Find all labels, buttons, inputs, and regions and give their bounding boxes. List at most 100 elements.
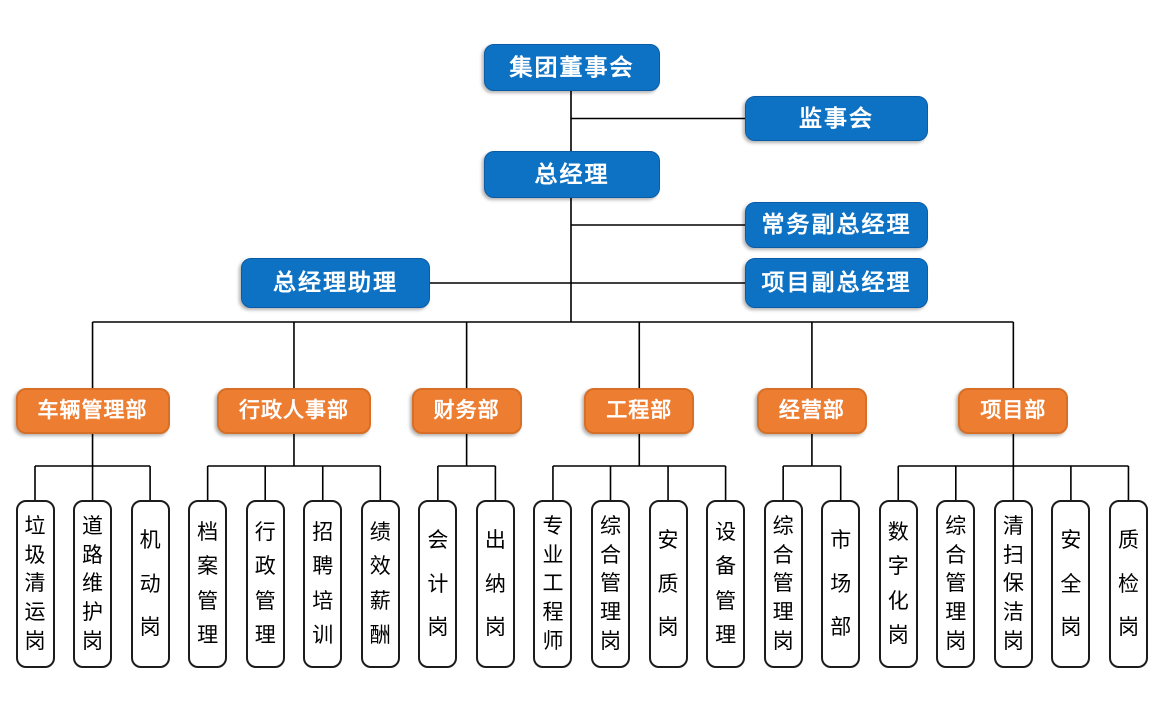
position-box: 垃圾清运岗 <box>15 500 55 668</box>
position-char: 洁 <box>1002 601 1024 625</box>
position-char: 扫 <box>1002 543 1024 567</box>
position-char: 综 <box>945 514 967 538</box>
position-char: 市 <box>830 529 852 553</box>
position-char: 维 <box>82 572 104 596</box>
position-char: 动 <box>139 572 161 596</box>
position-char: 岗 <box>945 630 967 654</box>
department-box: 经营部 <box>756 388 867 434</box>
position-box: 设备管理 <box>706 500 746 668</box>
position-box: 市场部 <box>821 500 861 668</box>
position-char: 酬 <box>369 624 391 648</box>
position-box: 专业工程师 <box>533 500 573 668</box>
position-char: 理 <box>197 624 219 648</box>
position-char: 岗 <box>139 615 161 639</box>
position-char: 管 <box>600 572 621 596</box>
position-char: 效 <box>369 555 391 579</box>
department-box: 行政人事部 <box>216 388 371 434</box>
connector-path <box>34 91 1130 500</box>
position-char: 理 <box>715 624 737 648</box>
department-box: 财务部 <box>411 388 522 434</box>
position-box: 档案管理 <box>188 500 228 668</box>
position-char: 垃 <box>24 514 46 538</box>
position-char: 培 <box>312 589 334 613</box>
position-box: 数字化岗 <box>878 500 918 668</box>
position-char: 理 <box>945 601 967 625</box>
position-char: 设 <box>715 520 737 544</box>
position-char: 岗 <box>657 615 679 639</box>
position-char: 字 <box>887 555 909 579</box>
position-char: 路 <box>82 543 104 567</box>
position-char: 专 <box>542 514 564 538</box>
position-char: 岗 <box>772 630 794 654</box>
position-char: 岗 <box>24 630 46 654</box>
position-char: 合 <box>600 543 621 567</box>
position-char: 理 <box>600 601 621 625</box>
position-char: 护 <box>82 601 104 625</box>
node-executive-deputy-gm: 常务副总经理 <box>745 202 928 248</box>
node-general-manager: 总经理 <box>484 151 660 198</box>
position-char: 质 <box>1117 529 1139 553</box>
position-char: 检 <box>1117 572 1139 596</box>
position-char: 计 <box>427 572 449 596</box>
position-char: 理 <box>772 601 794 625</box>
position-char: 部 <box>830 615 852 639</box>
position-char: 绩 <box>369 520 391 544</box>
position-char: 管 <box>772 572 794 596</box>
position-box: 综合管理岗 <box>936 500 976 668</box>
position-char: 管 <box>254 589 276 613</box>
position-char: 岗 <box>887 624 909 648</box>
position-box: 综合管理岗 <box>763 500 803 668</box>
position-char: 数 <box>887 520 909 544</box>
position-char: 纳 <box>484 572 506 596</box>
position-box: 清扫保洁岗 <box>993 500 1033 668</box>
position-char: 质 <box>657 572 679 596</box>
position-char: 清 <box>24 572 46 596</box>
position-char: 聘 <box>312 555 334 579</box>
position-char: 出 <box>484 529 506 553</box>
position-char: 岗 <box>600 630 621 654</box>
position-char: 运 <box>24 601 46 625</box>
position-char: 工 <box>542 572 564 596</box>
position-char: 道 <box>82 514 104 538</box>
position-char: 岗 <box>1060 615 1082 639</box>
position-char: 清 <box>1002 514 1024 538</box>
node-project-deputy-gm: 项目副总经理 <box>745 258 928 308</box>
position-char: 师 <box>542 630 564 654</box>
position-box: 安质岗 <box>648 500 688 668</box>
position-char: 政 <box>254 555 276 579</box>
position-char: 会 <box>427 529 449 553</box>
node-supervisory: 监事会 <box>745 96 928 141</box>
position-char: 行 <box>254 520 276 544</box>
position-char: 训 <box>312 624 334 648</box>
position-char: 综 <box>600 514 621 538</box>
position-char: 岗 <box>484 615 506 639</box>
department-box: 项目部 <box>958 388 1069 434</box>
position-char: 档 <box>197 520 219 544</box>
position-box: 机动岗 <box>130 500 170 668</box>
position-char: 场 <box>830 572 852 596</box>
position-char: 薪 <box>369 589 391 613</box>
node-board: 集团董事会 <box>484 44 660 91</box>
position-char: 管 <box>715 589 737 613</box>
position-char: 案 <box>197 555 219 579</box>
position-char: 合 <box>772 543 794 567</box>
position-char: 化 <box>887 589 909 613</box>
position-box: 安全岗 <box>1051 500 1091 668</box>
position-char: 管 <box>945 572 967 596</box>
position-char: 保 <box>1002 572 1024 596</box>
position-char: 程 <box>542 601 564 625</box>
node-gm-assistant: 总经理助理 <box>241 258 430 308</box>
position-box: 会计岗 <box>418 500 458 668</box>
position-char: 管 <box>197 589 219 613</box>
position-char: 综 <box>772 514 794 538</box>
position-char: 理 <box>254 624 276 648</box>
position-char: 机 <box>139 529 161 553</box>
position-box: 出纳岗 <box>475 500 515 668</box>
position-char: 岗 <box>1002 630 1024 654</box>
position-char: 安 <box>657 529 679 553</box>
department-box: 工程部 <box>584 388 695 434</box>
position-box: 综合管理岗 <box>591 500 630 668</box>
position-box: 绩效薪酬 <box>360 500 400 668</box>
position-char: 备 <box>715 555 737 579</box>
position-char: 全 <box>1060 572 1082 596</box>
